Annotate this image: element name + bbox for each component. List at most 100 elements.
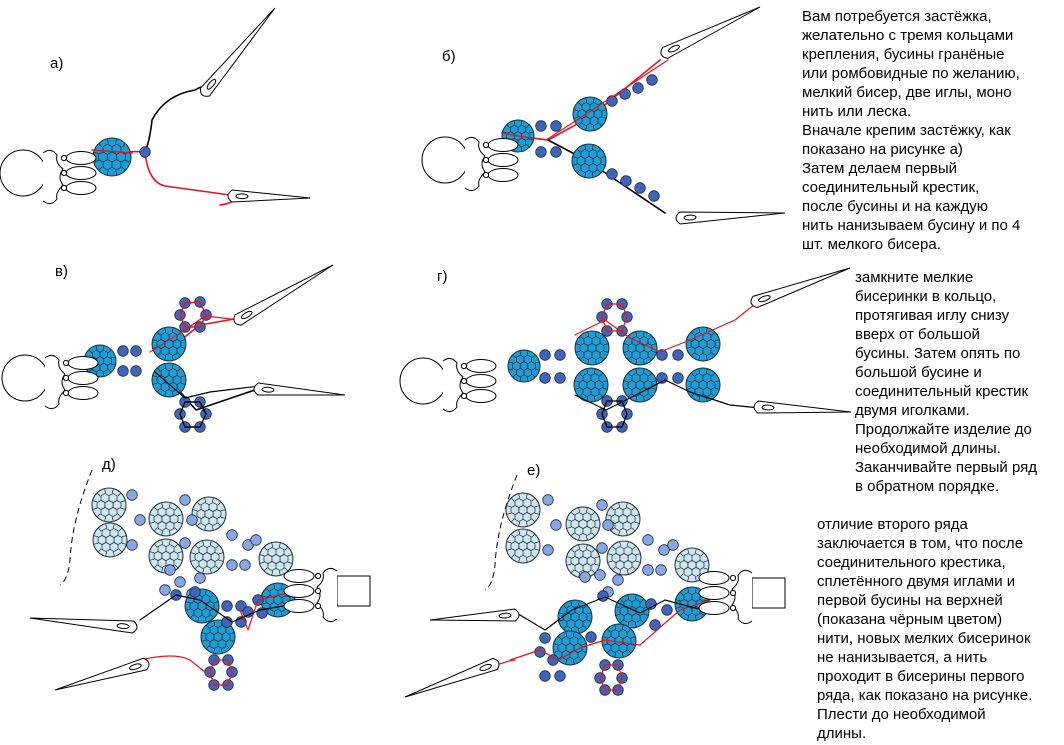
clasp [421,136,519,192]
seed-bead [164,564,176,576]
bead-facets [686,368,720,402]
needles [29,6,852,698]
needle-body [54,657,150,691]
needle-body [29,617,138,634]
seed-bead [221,600,233,612]
clasp [399,357,497,413]
faceted-bead [92,137,132,177]
seed-bead [539,349,551,361]
faceted-bead [507,349,541,383]
seed-bead [585,631,597,643]
faceted-bead [191,496,227,532]
faceted-bead [148,501,184,537]
red-thread [239,589,301,631]
seed-bead [649,619,661,631]
faceted-bead [622,330,658,366]
faceted-bead [573,367,609,403]
bead-facets [566,507,600,541]
clasp [698,569,786,625]
faceted-bead-body [92,522,128,558]
clasp-ring [465,389,497,403]
needle-body [750,267,851,309]
seed-bead [550,519,562,531]
needle-eye [235,193,249,200]
seed-bead [596,499,608,511]
bead-facets [615,594,649,628]
faceted-bead [200,619,236,655]
bead-facets [553,631,587,665]
black-thread [154,371,269,399]
clasp-bar [731,569,753,625]
faceted-bead-body [184,588,220,624]
needle-body [660,6,761,59]
faceted-bead [189,539,225,575]
needle-eye [479,663,492,671]
clasp-jump-ring [482,156,490,164]
needle [54,657,150,691]
needle-eye [758,295,771,303]
black-thread [547,139,666,214]
faceted-bead [614,593,650,629]
clasp-jump-ring [62,389,70,397]
seed-bead [539,670,551,682]
clasp-jump-ring [482,141,490,149]
faceted-bead-body [151,362,187,398]
clasps [0,136,786,625]
needle-eye [683,214,697,221]
clasp-jump-ring [460,392,468,400]
clasp-ring [465,374,497,388]
needle-eye [129,663,142,671]
seed-bead [159,584,171,596]
needle-body [429,608,520,622]
black-thread [139,594,301,623]
faceted-bead [565,506,601,542]
needle [750,267,851,309]
seed-bead [655,564,667,576]
red-thread [209,659,233,686]
faceted-bead-body [505,528,541,564]
clasp-jump-ring [62,374,70,382]
seed-bead [642,534,654,546]
seed-bead [672,372,684,384]
label-e: е) [527,462,541,479]
label-d: д) [102,456,116,473]
clasp-ring [465,359,497,373]
seed-bead [179,494,191,506]
black-thread [601,400,628,428]
faceted-bead-body [614,593,650,629]
seed-bead [539,372,551,384]
clasp [283,567,371,623]
seed-bead [139,146,151,158]
clasp-bar [464,136,486,192]
faceted-bead-body [674,547,710,583]
black-thread [144,86,207,153]
faceted-bead [151,362,187,398]
label-g: г) [437,268,448,285]
clasp-box [751,577,786,609]
faceted-bead-body [606,540,642,576]
clasp-jump-ring [729,574,737,582]
clasp-jump-ring [460,362,468,370]
faceted-bead-body [507,349,541,383]
needle-body [753,400,852,414]
seed-bead [634,182,646,194]
bead-facets [623,368,657,402]
faceted-bead-body [189,539,225,575]
seed-bead [117,365,129,377]
clasp [0,149,97,205]
clasp-ring [283,584,315,598]
faceted-bead-body [91,487,127,523]
seed-bead [547,654,559,666]
faceted-bead [505,492,541,528]
black-thread [179,401,207,428]
faceted-bead [601,623,637,659]
clasp-jump-ring [314,587,322,595]
clasp-ring [67,371,99,385]
seed-bead [667,539,679,551]
needle [660,6,761,59]
seed-bead [612,574,624,586]
label-a: а) [50,55,64,72]
seed-bead [117,345,129,357]
red-thread [601,303,628,332]
